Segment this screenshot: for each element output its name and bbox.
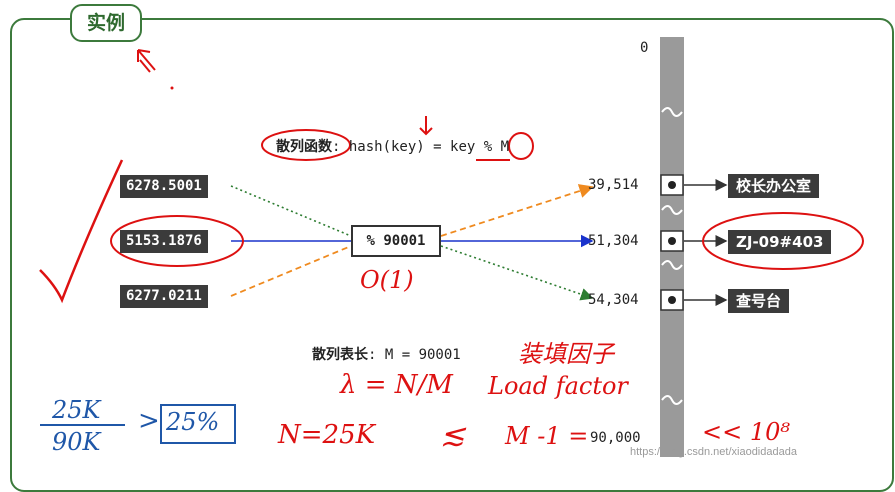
table-break-mark bbox=[661, 107, 683, 117]
arrow-to-54304 bbox=[440, 245, 594, 301]
table-break-mark bbox=[661, 260, 683, 270]
slot-pointer-dot bbox=[668, 296, 676, 304]
load-factor-formula-annotation: λ = N/M bbox=[340, 370, 453, 400]
hash-formula-op: % bbox=[483, 139, 493, 155]
example-tab: 实例 bbox=[70, 4, 142, 42]
far-less-annotation: << 10⁸ bbox=[702, 418, 791, 446]
slot-pointer-dot bbox=[668, 237, 676, 245]
red-dot-mark bbox=[170, 86, 174, 90]
load-factor-en-annotation: Load factor bbox=[488, 372, 628, 400]
red-arrow-up-mark bbox=[137, 49, 156, 73]
n-value-annotation: N=25K bbox=[278, 420, 376, 450]
diagram-canvas bbox=[39, 37, 864, 457]
greater-than-sign: > bbox=[138, 406, 160, 436]
table-value: 校长办公室 bbox=[728, 174, 820, 198]
red-circle-percent bbox=[508, 132, 534, 160]
table-length-line: 散列表长: M = 90001 bbox=[312, 344, 461, 364]
arrow-to-39514 bbox=[440, 184, 594, 237]
table-index-bottom: 90,000 bbox=[590, 430, 641, 446]
table-length-label: 散列表长 bbox=[312, 347, 368, 363]
approx-annotation: ≲ bbox=[440, 418, 466, 453]
red-checkmark bbox=[39, 159, 124, 304]
red-circle-hash-label bbox=[261, 129, 351, 161]
ratio-denominator: 90K bbox=[52, 428, 101, 456]
arrow-key1-in bbox=[230, 185, 352, 237]
hash-mod-box: % 90001 bbox=[351, 225, 441, 257]
table-value: 查号台 bbox=[728, 289, 790, 313]
percent-annotation: 25% bbox=[166, 408, 220, 436]
key-box: 5153.1876 bbox=[120, 230, 208, 253]
red-circle-value2 bbox=[702, 212, 864, 270]
example-frame bbox=[10, 18, 894, 492]
table-break-mark bbox=[661, 205, 683, 215]
load-factor-cn-annotation: 装填因子 bbox=[518, 340, 614, 368]
table-index: 51,304 bbox=[588, 233, 639, 249]
table-value: ZJ-09#403 bbox=[728, 230, 832, 254]
table-index: 54,304 bbox=[588, 292, 639, 308]
red-circle-key2 bbox=[110, 215, 244, 267]
hash-formula-mod: M bbox=[500, 139, 510, 155]
hash-formula-key: key bbox=[450, 139, 476, 155]
hash-formula-prefix: : hash(key) = bbox=[332, 139, 451, 155]
m-minus-one-annotation: M -1 = bbox=[505, 422, 589, 450]
table-break-mark bbox=[661, 395, 683, 405]
arrow-key3-in bbox=[230, 245, 352, 297]
key-box: 6278.5001 bbox=[120, 175, 208, 198]
table-index: 39,514 bbox=[588, 177, 639, 193]
hash-function-line: 散列函数: hash(key) = key % M bbox=[276, 136, 509, 156]
hash-function-label: 散列函数 bbox=[276, 139, 332, 155]
key-box: 6277.0211 bbox=[120, 285, 208, 308]
ratio-numerator: 25K bbox=[52, 396, 101, 424]
blue-percent-box bbox=[160, 404, 236, 444]
slot-pointer-dot bbox=[668, 181, 676, 189]
table-index-top: 0 bbox=[640, 40, 649, 56]
table-length-value: : M = 90001 bbox=[368, 347, 461, 363]
red-arrow-down-mark bbox=[419, 116, 433, 136]
complexity-annotation: O(1) bbox=[360, 266, 414, 294]
watermark: https://blog.csdn.net/xiaodidadada bbox=[630, 446, 797, 458]
